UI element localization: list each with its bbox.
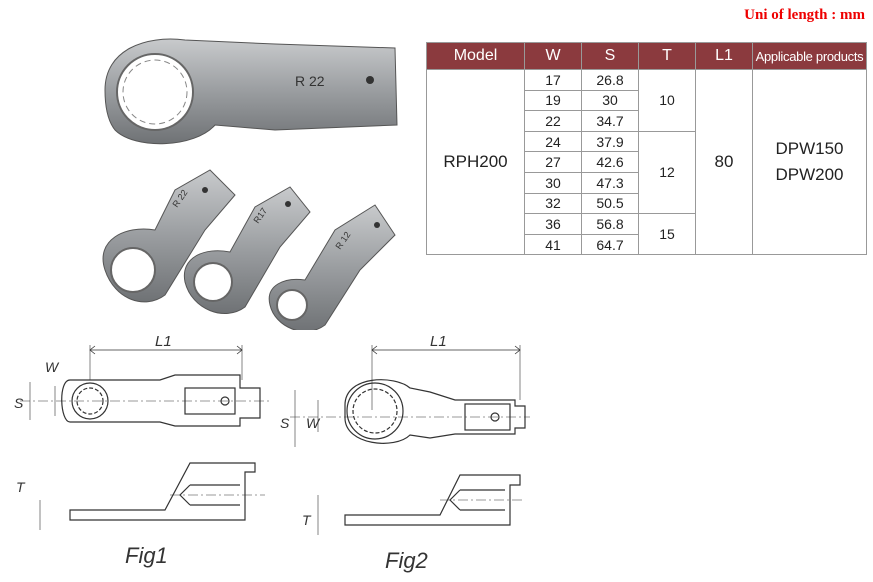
- s-cell: 47.3: [581, 171, 639, 194]
- product: DPW150: [775, 139, 844, 159]
- fig1-s-label: S: [14, 395, 24, 411]
- w-cell: 32: [524, 192, 582, 215]
- fig1-top-view: L1 W S: [14, 333, 270, 427]
- t-cell: 10: [638, 69, 696, 132]
- products-cell: DPW150 DPW200: [752, 68, 867, 256]
- unit-note: Uni of length : mm: [744, 7, 865, 23]
- col-s: S: [581, 42, 639, 70]
- s-cell: 56.8: [581, 213, 639, 235]
- t-cell: 15: [638, 213, 696, 256]
- w-cell: 22: [524, 110, 582, 132]
- w-cell: 30: [524, 171, 582, 194]
- fig2-s-label: S: [280, 415, 290, 431]
- fig1-l1-label: L1: [155, 333, 172, 350]
- w-cell: 19: [524, 89, 582, 112]
- fig2-top-view: L1 W S: [280, 333, 530, 447]
- s-cell: 34.7: [581, 110, 639, 132]
- fig2-t-label: T: [302, 512, 312, 528]
- fig2-side-view: T Fig2: [302, 474, 525, 573]
- col-t: T: [638, 42, 696, 70]
- w-cell: 24: [524, 130, 582, 153]
- spec-table: Model W S T L1 Applicable products RPH20…: [426, 42, 867, 256]
- small-wrench-image: R 22: [102, 169, 236, 303]
- col-products: Applicable products: [752, 42, 867, 70]
- small-wrench-image: R 12: [268, 204, 396, 330]
- col-l1: L1: [695, 42, 753, 70]
- fig1-side-view: T Fig1: [16, 462, 265, 568]
- fig2-caption: Fig2: [385, 548, 428, 573]
- technical-drawings: L1 W S T Fig1 L1 W S T Fig2: [14, 333, 530, 573]
- s-cell: 50.5: [581, 192, 639, 215]
- fig2-l1-label: L1: [430, 333, 447, 350]
- col-model: Model: [426, 42, 525, 70]
- s-cell: 64.7: [581, 233, 639, 256]
- fig1-t-label: T: [16, 479, 26, 495]
- w-cell: 17: [524, 69, 582, 91]
- s-cell: 37.9: [581, 130, 639, 153]
- w-cell: 27: [524, 151, 582, 173]
- model-cell: RPH200: [426, 68, 525, 256]
- large-wrench-image: R 22: [104, 38, 398, 145]
- large-wrench-label: R 22: [295, 73, 325, 89]
- fig2-w-label: W: [306, 415, 321, 431]
- wrench-photos: R 22 R 22 R17 R 12: [102, 38, 398, 330]
- product: DPW200: [775, 165, 844, 185]
- s-cell: 26.8: [581, 69, 639, 91]
- fig1-w-label: W: [45, 359, 60, 375]
- w-cell: 41: [524, 233, 582, 256]
- table-row: RPH200 17 26.8 10 80 DPW150 DPW200: [426, 68, 867, 256]
- w-cell: 36: [524, 213, 582, 235]
- col-w: W: [524, 42, 582, 70]
- s-cell: 42.6: [581, 151, 639, 173]
- fig1-caption: Fig1: [125, 543, 168, 568]
- small-wrench-image: R17: [183, 186, 311, 315]
- s-cell: 30: [581, 89, 639, 112]
- t-cell: 12: [638, 130, 696, 215]
- l1-cell: 80: [695, 68, 753, 256]
